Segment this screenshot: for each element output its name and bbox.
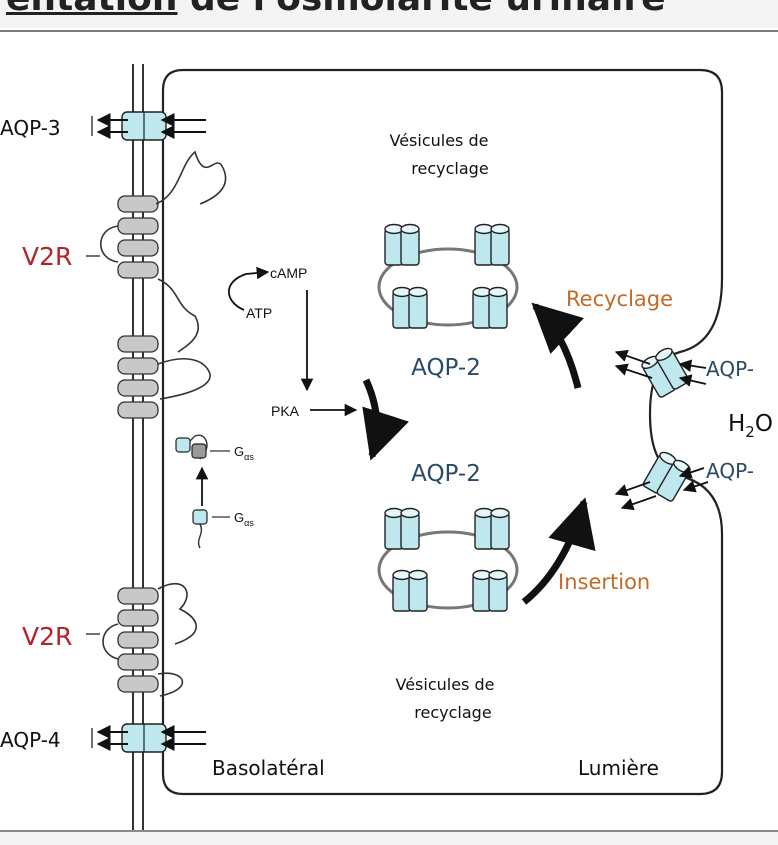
- aqp-right-top-label: AQP-: [706, 357, 754, 381]
- g-alpha-s-2-label: Gαs: [234, 510, 254, 528]
- water-o: O: [755, 411, 773, 437]
- apical-aqp2-channel-top: [640, 346, 690, 398]
- vesicles-top-line2: recyclage: [411, 159, 488, 178]
- insertion-label: Insertion: [558, 570, 650, 594]
- atp-label: ATP: [246, 305, 272, 321]
- footer-divider: [0, 830, 778, 832]
- pka-to-vesicle-curved-arrow: [362, 378, 409, 461]
- vesicles-bottom-line2: recyclage: [414, 703, 491, 722]
- v2r-receptor-bottom: [102, 582, 197, 697]
- basolateral-label: Basolatéral: [212, 756, 325, 780]
- apical-bottom-arrow-in-1: [678, 466, 705, 479]
- aqp3-channel: [96, 111, 206, 141]
- g-alpha-s-2-letter: G: [234, 510, 244, 525]
- aqp3-label: AQP-3: [0, 116, 61, 140]
- aqp4-channel: [96, 723, 206, 753]
- lumiere-label: Lumière: [578, 756, 659, 780]
- g-alpha-s-1-label: Gαs: [234, 444, 254, 462]
- aqp2-bottom-label: AQP-2: [411, 461, 481, 487]
- apical-top-arrow-out-1: [614, 349, 651, 365]
- pka-label: PKA: [271, 403, 300, 419]
- aqp4-label: AQP-4: [0, 728, 61, 752]
- vasopressin-aquaporin-diagram: AQP-3 V2R cAMP ATP PKA Gαs Gαs: [0, 64, 773, 830]
- apical-bottom-arrow-out-1: [614, 481, 651, 497]
- v2r-receptor-top: [100, 150, 227, 419]
- camp-label: cAMP: [270, 265, 307, 281]
- slide-title: entation de l'osmolarité urinaire: [6, 0, 666, 19]
- slide-header: entation de l'osmolarité urinaire: [0, 0, 778, 28]
- apical-aqp2-channel-bottom: [642, 450, 692, 502]
- g-alpha-s-1-letter: G: [234, 444, 244, 459]
- slide-title-part-2: de l'osmolarité urinaire: [177, 0, 666, 19]
- water-h: H: [728, 411, 745, 437]
- camp-atp-cycle-arrow: [228, 266, 270, 311]
- water-subscript: 2: [745, 423, 755, 441]
- slide-footer: [0, 832, 778, 845]
- vesicle-bottom: [377, 509, 519, 612]
- g-alpha-s-active: [175, 434, 208, 460]
- recyclage-label: Recyclage: [566, 287, 673, 311]
- recycling-curved-arrow: [531, 302, 584, 389]
- water-formula: H2O: [728, 411, 773, 441]
- v2r-bottom-label: V2R: [22, 622, 72, 651]
- apical-top-arrow-out-2: [614, 363, 653, 379]
- g-alpha-s-inactive: [192, 509, 208, 549]
- insertion-curved-arrow: [521, 497, 596, 605]
- vesicles-bottom-line1: Vésicules de: [396, 675, 495, 694]
- v2r-top-label: V2R: [22, 242, 72, 271]
- slide-title-part-1: entation: [6, 0, 177, 19]
- vesicles-top-line1: Vésicules de: [390, 131, 489, 150]
- g-alpha-s-2-subscript: αs: [244, 518, 254, 528]
- aqp2-top-label: AQP-2: [411, 355, 481, 381]
- apical-top-arrow-in-2: [678, 374, 707, 387]
- apical-top-arrow-in-1: [678, 359, 707, 372]
- vesicle-top: [377, 225, 519, 329]
- apical-bottom-arrow-out-2: [620, 495, 657, 511]
- apical-bottom-arrow-in-2: [682, 480, 709, 493]
- aqp-right-bottom-label: AQP-: [706, 459, 754, 483]
- header-divider: [0, 30, 778, 32]
- g-alpha-s-1-subscript: αs: [244, 452, 254, 462]
